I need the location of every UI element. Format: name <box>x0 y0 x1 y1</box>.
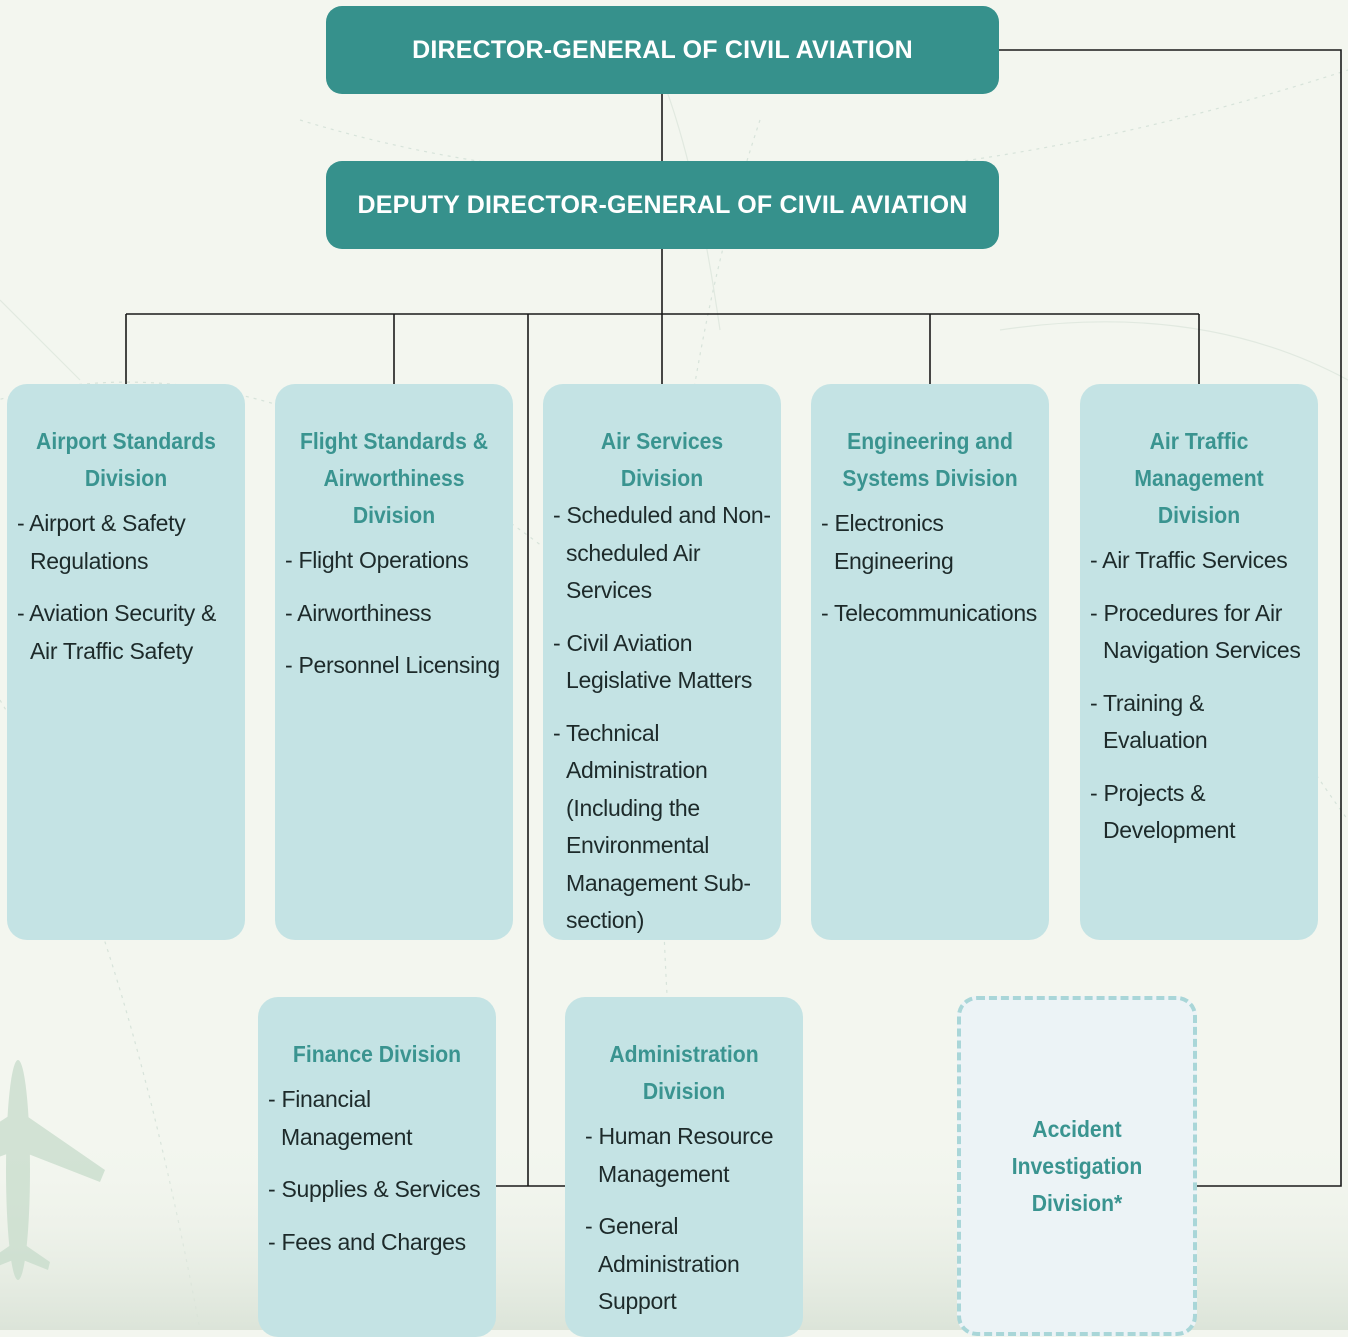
division-item: - Technical Administration (Including th… <box>553 719 751 934</box>
division-title: Airport Standards Division <box>36 428 216 491</box>
airplane-icon <box>0 1060 105 1280</box>
division-item: - Civil Aviation Legislative Matters <box>553 629 753 694</box>
director-general-box: DIRECTOR-GENERAL OF CIVIL AVIATION <box>326 6 999 94</box>
division-item: - Training & Evaluation <box>1090 689 1208 754</box>
division-item: - Financial Management <box>268 1086 413 1150</box>
air-traffic-management-division: Air Traffic Management Division - Air Tr… <box>1080 384 1318 940</box>
air-services-division: Air Services Division - Scheduled and No… <box>543 384 781 940</box>
finance-division: Finance Division - Financial Management … <box>258 997 496 1337</box>
division-title: Engineering and Systems Division <box>842 428 1018 491</box>
division-item: - Air Traffic Services <box>1090 547 1288 573</box>
division-item: - Airworthiness <box>285 599 432 626</box>
administration-division: Administration Division - Human Resource… <box>565 997 803 1337</box>
division-item: - Personnel Licensing <box>285 652 500 678</box>
division-item: - Aviation Security & Air Traffic Safety <box>17 600 217 664</box>
division-title: Air Traffic Management Division <box>1134 428 1264 528</box>
division-item: - Supplies & Services <box>268 1176 481 1202</box>
airport-standards-division: Airport Standards Division - Airport & S… <box>7 384 245 940</box>
division-title: Administration Division <box>609 1041 759 1104</box>
deputy-director-general-box: DEPUTY DIRECTOR-GENERAL OF CIVIL AVIATIO… <box>326 161 999 249</box>
division-item: - Telecommunications <box>821 600 1038 626</box>
division-item: - General Administration Support <box>585 1213 740 1314</box>
division-item: - Airport & Safety Regulations <box>17 510 186 574</box>
division-item: - Electronics Engineering <box>821 510 954 574</box>
division-item: - Human Resource Management <box>585 1123 774 1187</box>
division-title: Air Services Division <box>600 428 724 491</box>
flight-standards-division: Flight Standards & Airworthiness Divisio… <box>275 384 513 940</box>
division-item: - Flight Operations <box>285 547 469 573</box>
accident-investigation-division: Accident Investigation Division* <box>957 996 1197 1336</box>
division-title: Finance Division <box>292 1041 462 1067</box>
division-title: Accident Investigation Division* <box>1011 1115 1143 1216</box>
engineering-systems-division: Engineering and Systems Division - Elect… <box>811 384 1049 940</box>
division-item: - Scheduled and Non-scheduled Air Servic… <box>553 502 771 603</box>
division-item: - Procedures for Air Navigation Services <box>1090 599 1301 664</box>
division-item: - Projects & Development <box>1090 779 1236 844</box>
division-item: - Fees and Charges <box>268 1228 466 1255</box>
division-title: Flight Standards & Airworthiness Divisio… <box>299 428 489 528</box>
